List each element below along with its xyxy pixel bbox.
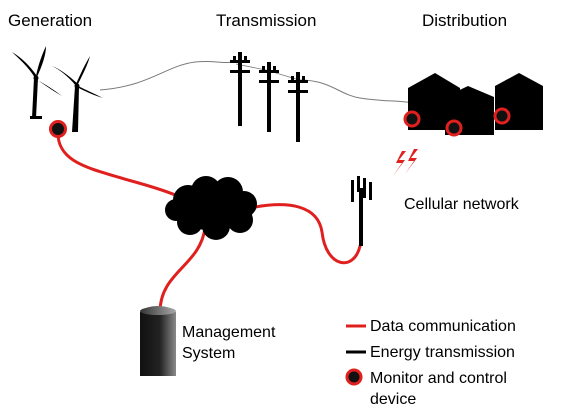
power-pole-icon xyxy=(288,72,308,142)
transmission-label: Transmission xyxy=(216,11,316,30)
data-link-management xyxy=(158,226,207,314)
data-link-cellular xyxy=(248,203,362,265)
legend: Data communication Energy transmission M… xyxy=(345,318,516,408)
monitor-device-icon xyxy=(493,107,511,125)
wind-turbine-icon xyxy=(12,46,62,119)
power-pole-icon xyxy=(259,62,279,132)
monitor-device-icon xyxy=(403,110,421,128)
legend-device-label-2: device xyxy=(370,391,416,408)
monitor-device-icon xyxy=(445,119,463,137)
management-system-label-2: System xyxy=(182,345,235,362)
cloud-icon xyxy=(165,176,257,240)
legend-device-label: Monitor and control xyxy=(370,370,507,387)
power-pole-icon xyxy=(230,52,250,126)
legend-device-swatch xyxy=(345,368,363,386)
server-icon xyxy=(140,306,176,376)
legend-energy-label: Energy transmission xyxy=(370,344,515,361)
management-system-label: Management xyxy=(182,324,276,341)
legend-data-label: Data communication xyxy=(370,318,516,335)
cell-tower-icon xyxy=(351,176,372,246)
distribution-label: Distribution xyxy=(422,11,507,30)
generation-label: Generation xyxy=(8,11,92,30)
monitor-device-icon xyxy=(49,120,67,138)
wind-turbine-icon xyxy=(52,56,103,132)
cellular-network-label: Cellular network xyxy=(404,196,520,213)
data-link-generation xyxy=(56,128,184,200)
lightning-icon xyxy=(393,149,418,176)
grid-line xyxy=(99,60,413,104)
